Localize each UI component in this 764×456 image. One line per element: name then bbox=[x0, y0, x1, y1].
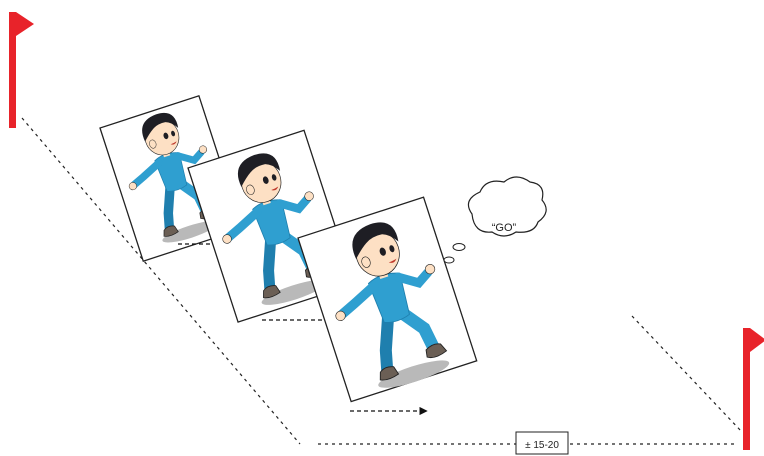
lane-boundary-right bbox=[632, 316, 742, 432]
finish-flag-icon bbox=[743, 328, 764, 450]
distance-label: ± 15-20 bbox=[525, 440, 559, 451]
thought-bubble-icon bbox=[444, 177, 546, 263]
start-flag-icon bbox=[9, 12, 34, 128]
thought-text: “GO” bbox=[492, 222, 517, 234]
